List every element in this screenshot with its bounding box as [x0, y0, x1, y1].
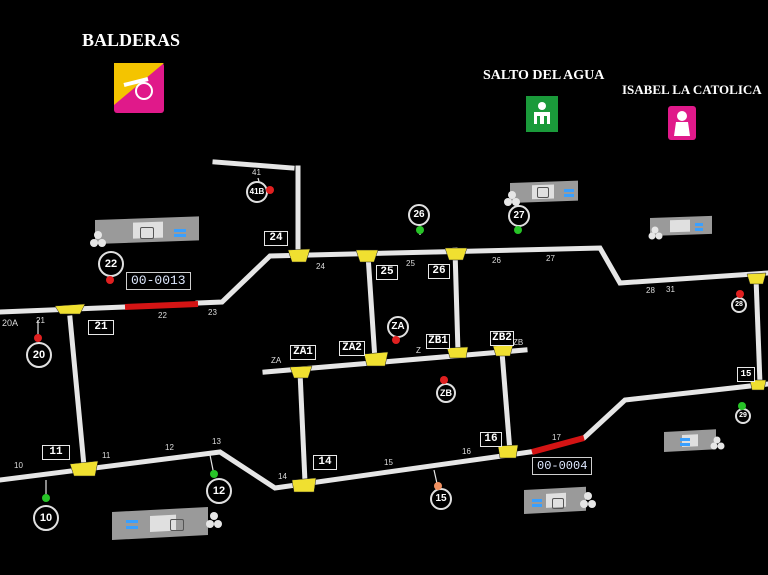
aqueduct-icon	[526, 96, 558, 132]
track-bottom-main	[0, 449, 533, 491]
section-label: 23	[208, 308, 217, 317]
section-label: 16	[462, 447, 471, 456]
station-name-isabel: ISABEL LA CATOLICA	[622, 82, 762, 97]
signal-red	[266, 186, 274, 194]
box-label: ZB1	[426, 334, 450, 349]
train-icon	[552, 498, 564, 509]
switch-21	[54, 303, 86, 315]
isabel-logo	[668, 106, 696, 140]
switch-11	[69, 460, 99, 477]
section-label: 22	[158, 311, 167, 320]
box-label: ZB2	[490, 331, 514, 346]
section-label: ZA	[271, 356, 282, 365]
section-label: 10	[14, 461, 23, 470]
switch-24	[287, 248, 311, 263]
signal-orange	[434, 482, 442, 490]
section-label: 21	[36, 316, 45, 325]
signal-green	[210, 470, 218, 478]
circle-label: 41B	[246, 181, 268, 203]
signal-green	[738, 402, 746, 410]
section-label: 28	[646, 286, 655, 295]
box-label: 21	[88, 320, 114, 335]
circle-label: 15	[430, 488, 452, 510]
switch-27	[746, 272, 767, 285]
cannon-icon	[114, 63, 164, 105]
section-label: 31	[666, 285, 675, 294]
section-label: 13	[212, 437, 221, 446]
signal-green	[42, 494, 50, 502]
circle-label: 27	[508, 205, 530, 227]
salto-logo	[526, 96, 558, 132]
section-label: 41	[252, 168, 261, 177]
switch-26	[444, 247, 468, 261]
train-icon	[170, 519, 184, 531]
section-label: 14	[278, 472, 287, 481]
section-label: 15	[384, 458, 393, 467]
signal-red	[34, 334, 42, 342]
section-label: 11	[102, 451, 111, 460]
switch-16	[497, 444, 519, 459]
signal-red	[106, 276, 114, 284]
section-label: 17	[552, 433, 561, 442]
box-label: 15	[737, 367, 755, 382]
train-counter-bottom: 00-0004	[532, 457, 593, 475]
queen-icon	[674, 111, 690, 136]
occupied-segment-22	[124, 301, 199, 310]
circle-label: 29	[735, 408, 751, 424]
crossover-41	[212, 159, 295, 171]
platform-salto-bottom	[524, 486, 586, 514]
box-label: 26	[428, 264, 450, 279]
circle-label: 10	[33, 505, 59, 531]
circle-label: 26	[408, 204, 430, 226]
signal-red	[736, 290, 744, 298]
train-icon	[537, 187, 549, 198]
switch-zb2	[492, 344, 514, 357]
box-label: ZA1	[290, 345, 316, 360]
station-name-salto: SALTO DEL AGUA	[483, 68, 605, 83]
crossover-21-11	[67, 315, 87, 469]
section-label: 12	[165, 443, 174, 452]
circle-label: 22	[98, 251, 124, 277]
station-name-balderas: BALDERAS	[82, 30, 181, 50]
box-label: ZA2	[339, 341, 365, 356]
track-top-main-2	[195, 245, 768, 306]
train-icon	[140, 227, 154, 239]
circle-label: 28	[731, 297, 747, 313]
switch-25	[355, 249, 379, 263]
switch-28	[749, 379, 767, 391]
balderas-logo	[114, 63, 164, 113]
circle-label: 20	[26, 342, 52, 368]
signal-green	[416, 226, 424, 234]
section-label: 24	[316, 262, 325, 271]
circle-label: 12	[206, 478, 232, 504]
switch-zb	[446, 346, 469, 359]
section-label: 25	[406, 259, 415, 268]
circle-label: ZB	[436, 383, 456, 403]
section-label: Z	[416, 346, 421, 355]
box-label: 14	[313, 455, 337, 470]
train-counter-top: 00-0013	[126, 272, 191, 290]
box-label: 11	[42, 445, 70, 460]
box-label: 24	[264, 231, 288, 246]
section-label: 20A	[2, 318, 19, 328]
track-bottom-main-2	[581, 381, 768, 441]
switch-14	[291, 477, 317, 493]
occupied-segment-17	[531, 435, 585, 455]
section-label: 27	[546, 254, 555, 263]
signal-red	[440, 376, 448, 384]
circle-label: ZA	[387, 316, 409, 338]
section-label: 26	[492, 256, 501, 265]
box-label: 16	[480, 432, 502, 447]
signal-green	[514, 226, 522, 234]
switch-za	[363, 351, 389, 367]
box-label: 25	[376, 265, 398, 280]
section-label: ZB	[513, 338, 524, 347]
switch-za1	[289, 365, 313, 379]
platform-balderas-bottom	[112, 506, 208, 540]
signal-red	[392, 336, 400, 344]
